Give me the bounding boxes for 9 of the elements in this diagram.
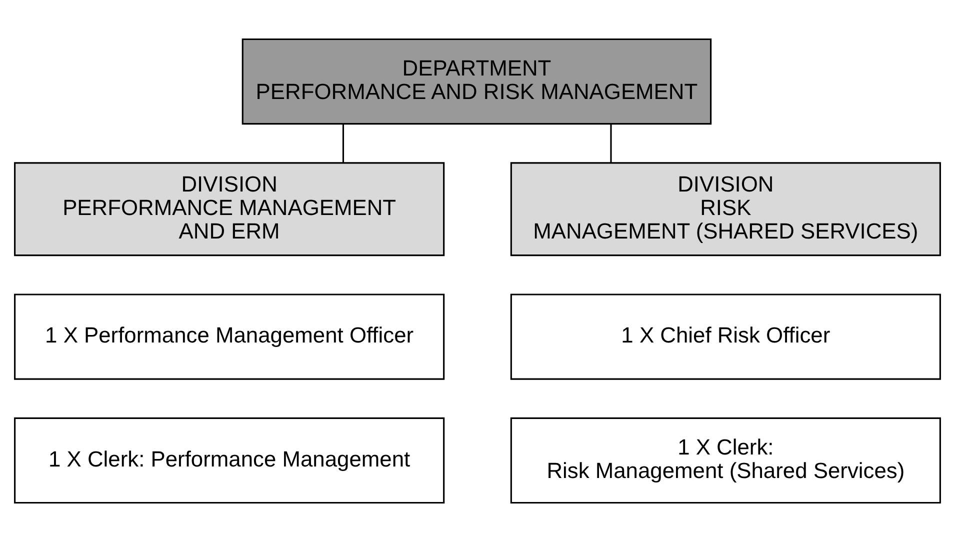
node-box: 1 X Clerk: Risk Management (Shared Services): [510, 417, 941, 504]
node-box: DIVISION PERFORMANCE MANAGEMENT AND ERM: [14, 162, 445, 256]
node-box: DEPARTMENT PERFORMANCE AND RISK MANAGEMENT: [242, 38, 712, 125]
node-box: 1 X Performance Management Officer: [14, 294, 445, 380]
node-box: 1 X Clerk: Performance Management: [14, 417, 445, 504]
connector: [342, 124, 344, 163]
node-box: DIVISION RISK MANAGEMENT (SHARED SERVICES): [510, 162, 941, 256]
connector: [610, 124, 612, 163]
node-box: 1 X Chief Risk Officer: [510, 294, 941, 380]
